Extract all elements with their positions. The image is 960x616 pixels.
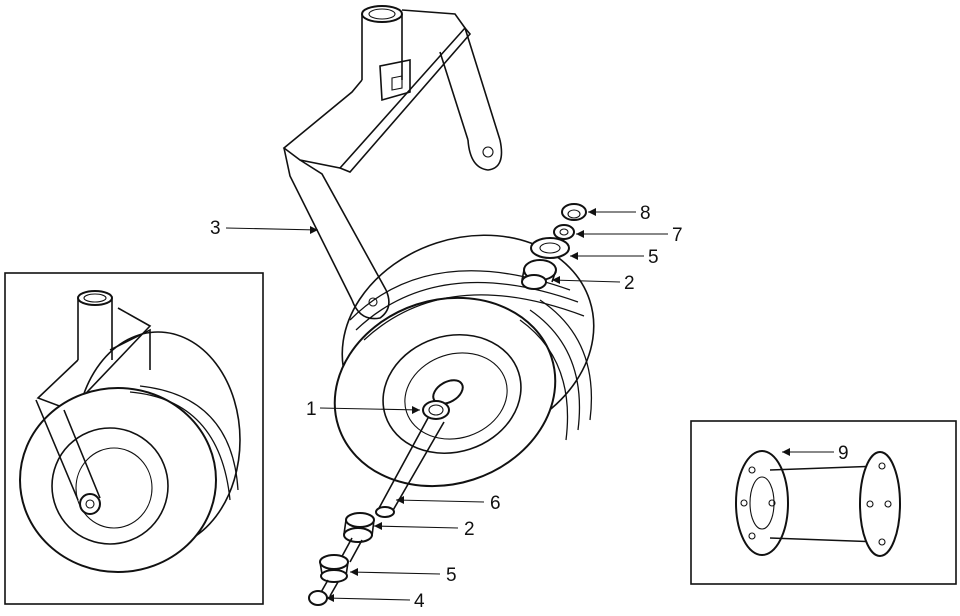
callout-1: 1 xyxy=(306,399,317,420)
upper-hardware xyxy=(521,203,587,290)
inset-hub-view xyxy=(690,420,957,585)
callout-labels: 3 1 6 2 5 4 8 7 5 2 9 xyxy=(210,203,849,612)
callout-5-lower: 5 xyxy=(446,565,457,586)
callout-3: 3 xyxy=(210,218,221,239)
main-wheel-tire xyxy=(333,234,595,488)
callout-2-lower: 2 xyxy=(464,519,475,540)
callout-9: 9 xyxy=(838,443,849,464)
callout-2-upper: 2 xyxy=(624,273,635,294)
callout-leaders xyxy=(225,208,834,602)
axle-and-spacers xyxy=(308,417,445,606)
callout-6: 6 xyxy=(490,493,501,514)
callout-8: 8 xyxy=(640,203,651,224)
callout-4: 4 xyxy=(414,591,425,612)
callout-7: 7 xyxy=(672,225,683,246)
inset-assembled-view xyxy=(4,272,264,605)
caster-bracket xyxy=(282,5,503,320)
callout-5-upper: 5 xyxy=(648,247,659,268)
